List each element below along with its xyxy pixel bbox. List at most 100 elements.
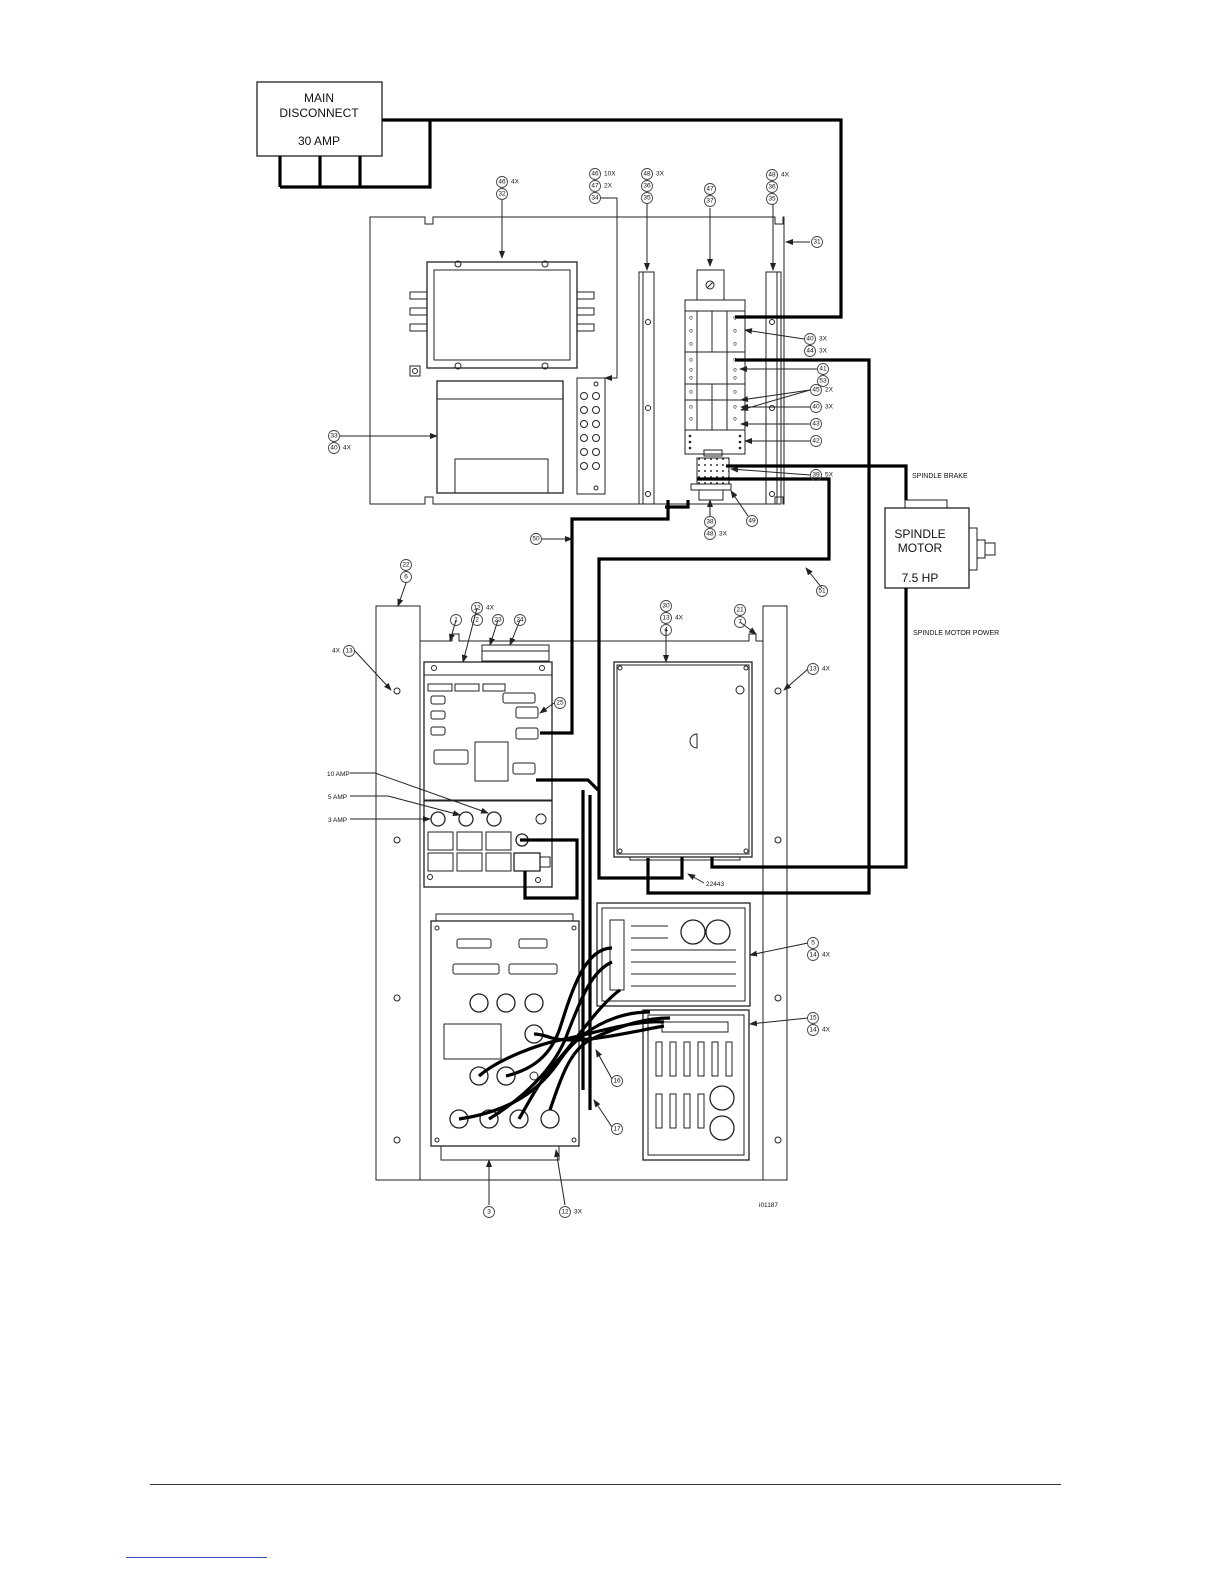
qty-4x: 4X	[822, 666, 831, 673]
qty-4x: 4X	[781, 172, 790, 179]
callout-41: 41	[819, 366, 827, 373]
breaker-glyph: o	[733, 416, 737, 423]
callout-48: 48	[643, 171, 651, 178]
callout-38: 38	[706, 519, 714, 526]
qty-3x: 3X	[656, 171, 665, 178]
qty-4x: 4X	[343, 445, 352, 452]
breaker-glyph: o	[689, 389, 693, 396]
spindle-brake-label: SPINDLE BRAKE	[912, 473, 968, 480]
callout-36: 36	[768, 184, 776, 191]
callout-12: 12	[473, 605, 481, 612]
callout-36: 36	[643, 183, 651, 190]
callout-13: 13	[345, 648, 353, 655]
callout-30: 30	[662, 603, 670, 610]
callout-4: 4	[664, 627, 668, 634]
breaker-glyph: o	[689, 328, 693, 335]
callout-13: 13	[809, 666, 817, 673]
callout-47: 47	[591, 183, 599, 190]
qty-3x: 3X	[819, 348, 828, 355]
callout-50: 50	[532, 536, 540, 543]
drive-module-15	[642, 1009, 750, 1161]
leader-lines	[340, 197, 823, 1206]
qty-4x: 4X	[486, 605, 495, 612]
qty-5x: 5X	[825, 472, 834, 479]
main-disconnect: MAIN DISCONNECT 30 AMP	[256, 81, 383, 157]
breaker-glyph: o	[689, 404, 693, 411]
callout-3: 3	[487, 1209, 491, 1216]
callout-42: 42	[812, 438, 820, 445]
qty-10x: 10X	[604, 171, 616, 178]
footer-rule	[150, 1484, 1061, 1485]
spindle-motor-power-label: SPINDLE MOTOR POWER	[913, 630, 999, 637]
callout-39: 39	[812, 472, 820, 479]
breaker-glyph: o	[689, 375, 693, 382]
qty-3x: 3X	[819, 336, 828, 343]
fuse-3-label: 3 AMP	[328, 817, 347, 824]
callout-23: 23	[494, 617, 502, 624]
callout-40: 40	[330, 445, 338, 452]
din-rail-right	[765, 271, 782, 505]
fuse-5-label: 5 AMP	[328, 794, 347, 801]
power-distribution-board	[423, 661, 553, 888]
callout-48: 48	[768, 172, 776, 179]
disconnect-line2: DISCONNECT	[279, 106, 359, 120]
callout-7: 7	[738, 619, 742, 626]
callout-34: 34	[591, 195, 599, 202]
callout-1: 1	[454, 617, 458, 624]
callout-13: 13	[662, 615, 670, 622]
callout-43: 43	[812, 421, 820, 428]
motor-line2: MOTOR	[898, 541, 943, 555]
callout-40: 40	[806, 336, 814, 343]
breaker-glyph: o	[689, 341, 693, 348]
callout-16: 16	[613, 1078, 621, 1085]
line-filter	[409, 260, 595, 377]
motor-line3: 7.5 HP	[902, 571, 939, 585]
callout-31: 31	[813, 239, 821, 246]
callout-35: 35	[643, 195, 651, 202]
callout-35: 35	[768, 196, 776, 203]
callout-24: 24	[516, 617, 524, 624]
breaker-glyph: o	[733, 404, 737, 411]
wiring	[278, 118, 908, 1121]
callout-12: 12	[561, 1209, 569, 1216]
callout-40: 40	[812, 404, 820, 411]
callout-48: 48	[706, 531, 714, 538]
breaker-glyph: o	[689, 315, 693, 322]
transformer	[436, 380, 564, 494]
callout-17: 17	[613, 1126, 621, 1133]
callout-bubbles: 46 32 46 47 34 48 36 35 47 37 48 36 35 3…	[328, 168, 834, 1218]
callout-14: 14	[809, 952, 817, 959]
breaker-glyph: o	[689, 357, 693, 364]
terminal-strip	[576, 377, 606, 495]
motor-line1: SPINDLE	[894, 527, 945, 541]
callout-47: 47	[706, 186, 714, 193]
qty-2x: 2X	[604, 183, 613, 190]
breaker-glyph: o	[689, 367, 693, 374]
callout-6: 6	[404, 574, 408, 581]
part-number-label: 22443	[706, 881, 724, 888]
callout-53: 53	[819, 378, 827, 385]
qty-4x: 4X	[822, 952, 831, 959]
callout-46: 46	[498, 179, 506, 186]
callout-45: 45	[812, 387, 820, 394]
callout-2: 2	[475, 617, 479, 624]
din-rail-left	[638, 271, 655, 505]
breaker-stack: o o o o o o o o o o o o o o o o o o	[684, 269, 746, 501]
qty-3x: 3X	[719, 531, 728, 538]
breaker-glyph: o	[733, 367, 737, 374]
qty-4x: 4X	[675, 615, 684, 622]
breaker-glyph: o	[733, 341, 737, 348]
disconnect-line3: 30 AMP	[298, 134, 340, 148]
qty-4x: 4X	[822, 1027, 831, 1034]
spindle-motor: SPINDLE MOTOR 7.5 HP	[884, 499, 996, 589]
callout-49: 49	[748, 518, 756, 525]
breaker-glyph: o	[733, 389, 737, 396]
callout-33: 33	[330, 433, 338, 440]
disconnect-line1: MAIN	[304, 91, 334, 105]
callout-51: 51	[818, 588, 826, 595]
callout-37: 37	[706, 198, 714, 205]
side-rail-left	[375, 605, 421, 1181]
qty-4x: 4X	[332, 648, 341, 655]
breaker-glyph: o	[689, 416, 693, 423]
